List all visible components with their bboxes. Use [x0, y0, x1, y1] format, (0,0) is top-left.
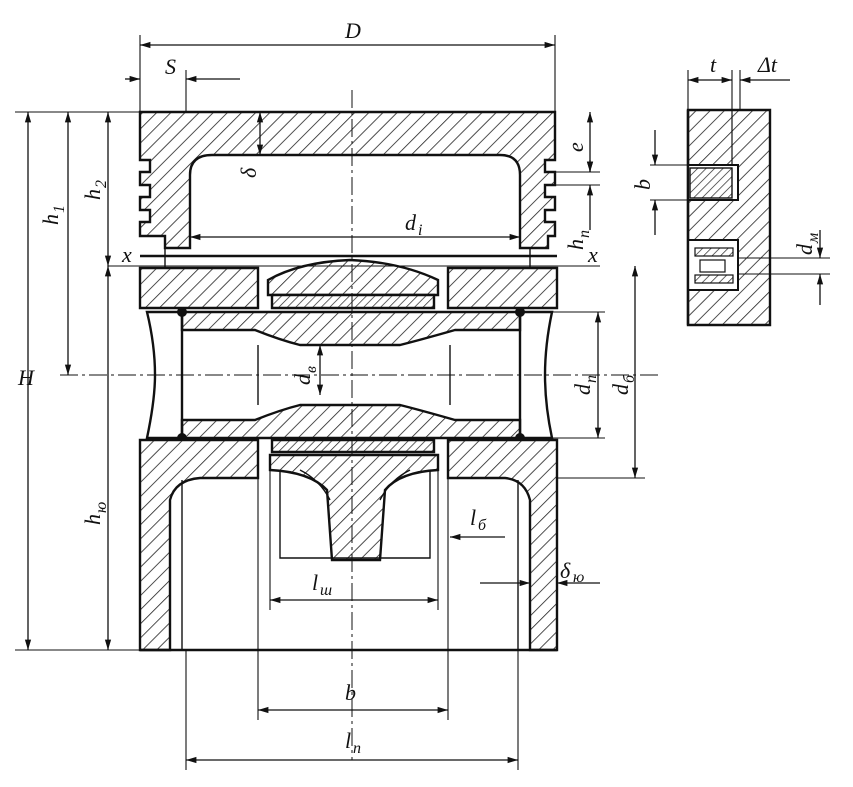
label-d-b-sub: б [621, 374, 638, 383]
inset-label-d-m: d [792, 243, 817, 255]
label-h2: h [80, 189, 105, 200]
label-h2-sub: 2 [93, 180, 110, 188]
label-x-right: x [587, 242, 598, 267]
label-H: H [17, 365, 35, 390]
label-d-v-sub: в [303, 366, 320, 373]
label-d-i-sub: i [418, 222, 422, 239]
label-x-left: x [121, 242, 132, 267]
inset-ring-groove [686, 108, 772, 327]
rod-small-end-upper [266, 258, 440, 310]
piston-upper-boss [138, 248, 559, 310]
label-S: S [165, 54, 176, 79]
label-d-p-sub: п [583, 375, 600, 383]
label-l-sh-sub: ш [320, 582, 332, 599]
label-d-p: d [570, 383, 595, 395]
label-d-i: d [405, 210, 417, 235]
label-l-b: l [470, 505, 476, 530]
label-d-v: d [290, 373, 315, 385]
label-h-p: h [563, 239, 588, 250]
label-h1: h [38, 214, 63, 225]
label-l-b-sub: б [478, 517, 487, 534]
label-delta: δ [236, 167, 261, 178]
label-b: b [345, 680, 356, 705]
label-l-sh: l [312, 570, 318, 595]
piston-lower-boss [138, 438, 559, 652]
label-D: D [344, 18, 361, 43]
label-d-b: d [608, 383, 633, 395]
label-h-yu-sub: ю [93, 502, 110, 513]
label-e: e [563, 142, 588, 152]
label-delta-yu: δ [560, 558, 571, 583]
rod-lower [268, 438, 440, 562]
piston-crown [138, 110, 557, 250]
label-l-p-sub: п [353, 740, 361, 757]
label-h-p-sub: п [576, 230, 593, 238]
label-h1-sub: 1 [51, 205, 68, 213]
inset-label-t: t [710, 52, 717, 77]
inset-label-d-m-sub: м [805, 233, 822, 244]
label-delta-yu-sub: ю [573, 569, 584, 586]
inset-label-delta-t: Δt [757, 52, 778, 77]
label-l-p: l [345, 728, 351, 753]
inset-label-b: b [630, 179, 655, 190]
label-h-yu: h [80, 514, 105, 525]
